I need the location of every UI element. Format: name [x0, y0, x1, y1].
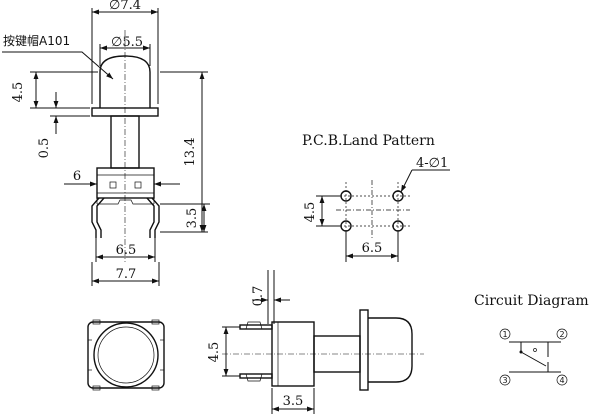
- pcb-hole: [392, 220, 404, 232]
- top-view: [87, 319, 165, 391]
- dim-side-bottom: 3.5: [283, 394, 304, 409]
- dim-cap-inner: ∅5.5: [111, 35, 143, 50]
- pin-circle: [556, 374, 568, 386]
- top-cap-outer: [93, 322, 159, 388]
- side-pin-bottom: [239, 373, 273, 379]
- dim-cap-height: 4.5: [11, 82, 26, 103]
- dim-cap-outer: ∅7.4: [109, 0, 141, 13]
- pin-circle: [499, 328, 511, 340]
- dim-pcb-h: 6.5: [362, 241, 383, 256]
- top-body: [87, 321, 165, 389]
- side-cap: [368, 317, 413, 383]
- cap-note-label: 按键帽A101: [3, 33, 70, 48]
- dim-pin-span: 6.5: [116, 243, 137, 258]
- switch-contact: [520, 351, 547, 367]
- pin-label-2: 2: [559, 330, 564, 339]
- side-pin-top: [239, 324, 273, 330]
- cap-note-leader: [2, 51, 114, 80]
- dim-side-top: 0.7: [251, 286, 266, 307]
- dim-leg-height: 3.5: [185, 208, 200, 229]
- pin-label-1: 1: [502, 330, 507, 339]
- pin-label-3: 3: [502, 376, 507, 385]
- side-flange: [359, 309, 369, 391]
- pin-circle: [499, 374, 511, 386]
- pcb-hole: [340, 220, 352, 232]
- dim-side-v: 4.5: [207, 342, 222, 363]
- dim-flange: 0.5: [37, 138, 52, 159]
- pcb-hole: [340, 190, 352, 202]
- pin-label-4: 4: [559, 376, 564, 385]
- pcb-land-pattern: P.C.B.Land Pattern 4-∅1 4.5 6.5: [302, 133, 450, 262]
- circuit-title: Circuit Diagram: [474, 293, 589, 309]
- dim-body-width: 6: [73, 169, 81, 184]
- side-view: 0.7 4.5 3.5: [207, 270, 424, 414]
- pcb-holes-label: 4-∅1: [416, 156, 448, 171]
- switch-body: [96, 167, 155, 199]
- dim-leg-span: 7.7: [116, 267, 137, 282]
- top-cap-inner: [97, 326, 155, 384]
- dim-pcb-v: 4.5: [303, 202, 318, 223]
- circuit-diagram: Circuit Diagram 1 2 3 4: [474, 293, 589, 386]
- front-view: 按键帽A101 ∅7.4 ∅5.5 4.5 0.5 13.4 3.5: [2, 0, 210, 286]
- pin-circle: [556, 328, 568, 340]
- pcb-hole: [392, 190, 404, 202]
- pcb-title: P.C.B.Land Pattern: [302, 133, 435, 149]
- dim-total-height: 13.4: [183, 138, 198, 167]
